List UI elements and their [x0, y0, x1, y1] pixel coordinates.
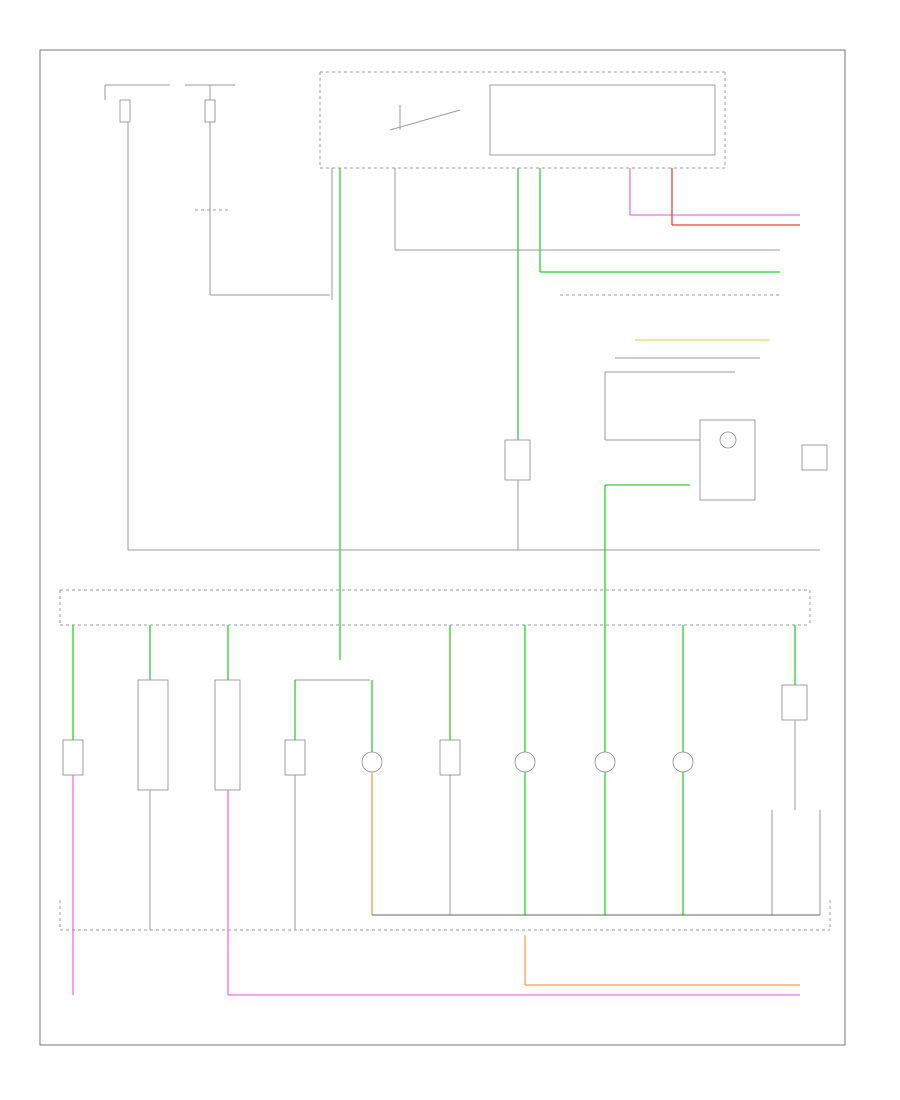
lamp-1: [361, 751, 383, 773]
diagram-frame: [39, 49, 846, 1046]
component-6: [781, 684, 808, 721]
lamp-4: [672, 751, 694, 773]
component-2: [137, 679, 169, 791]
shift-lock-unit: [604, 371, 828, 501]
lamp-3: [594, 751, 616, 773]
component-5: [439, 739, 461, 776]
component-3: [214, 679, 241, 791]
lamp-2: [514, 751, 536, 773]
component-4: [284, 739, 306, 776]
relay-box: [319, 71, 726, 169]
component-1: [62, 739, 84, 776]
fuse-block-left: [104, 84, 330, 550]
switch-box: [504, 439, 531, 481]
